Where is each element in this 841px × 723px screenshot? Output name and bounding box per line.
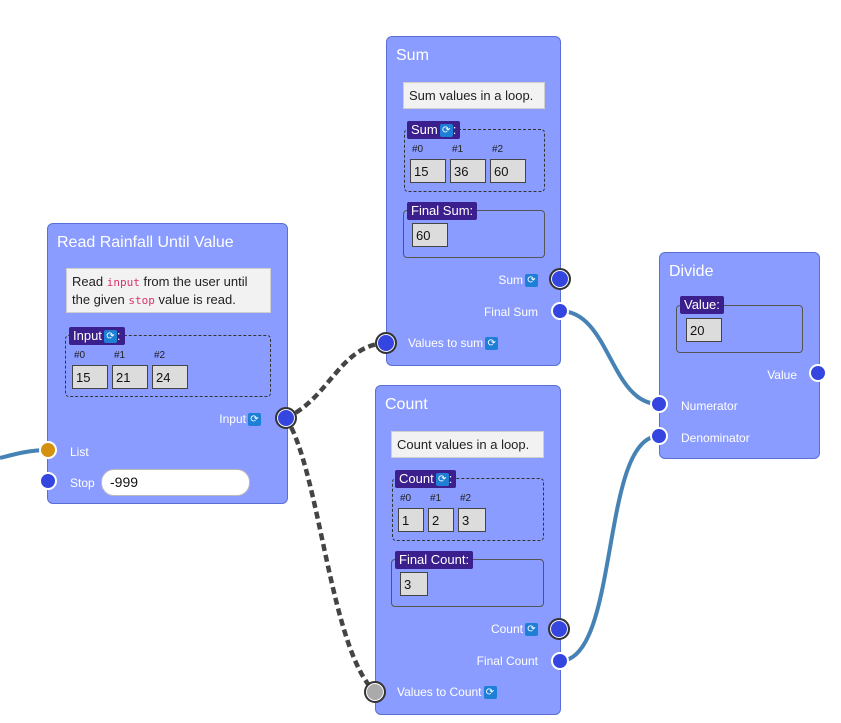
loop-icon[interactable]: ⟳ [435,473,449,487]
loop-icon: ⟳ [485,337,499,351]
port-final-count-out[interactable] [551,652,569,670]
port-values-to-count-in[interactable] [364,681,386,703]
index-1: #1 [452,144,464,155]
input-list-label: List [70,445,89,459]
list-sum-box [404,129,545,192]
loop-icon[interactable]: ⟳ [103,330,117,344]
list-input-box [65,335,271,397]
value-cell: 1 [398,508,424,532]
loop-icon: ⟳ [483,686,497,700]
port-final-sum-out[interactable] [551,302,569,320]
index-0: #0 [412,144,424,155]
port-numerator-in[interactable] [650,395,668,413]
index-2: #2 [460,493,472,504]
value-cell: 24 [152,365,188,389]
final-sum-value: 60 [412,223,448,247]
port-read-stop-in[interactable] [39,472,57,490]
index-0: #0 [74,350,86,361]
final-sum-label: Final Sum: [407,202,478,220]
input-values-to-sum-label: Values to sum⟳ [408,336,499,351]
node-title: Sum [396,47,429,64]
value-cell: 2 [428,508,454,532]
list-sum-label: Sum⟳: [407,121,461,139]
index-0: #0 [400,493,412,504]
loop-icon: ⟳ [248,413,261,427]
index-2: #2 [154,350,166,361]
value-label: Value: [680,296,724,314]
stop-value-input[interactable]: -999 [101,469,250,496]
node-title: Count [385,396,428,413]
input-denominator-label: Denominator [681,431,750,445]
value-box [676,305,803,353]
value-cell: 3 [458,508,486,532]
output-final-sum-label: Final Sum [483,305,538,319]
value-cell: 21 [112,365,148,389]
final-count-value: 3 [400,572,428,596]
loop-icon: ⟳ [525,274,538,288]
value-cell: 15 [72,365,108,389]
loop-icon: ⟳ [525,623,538,637]
node-count[interactable]: Count Count values in a loop. Count⟳: #0… [375,385,561,715]
value-cell: 15 [410,159,446,183]
output-value-label: Value [767,368,797,382]
node-description: Read input from the user until the given… [66,268,271,313]
port-read-input-out[interactable] [275,407,297,429]
loop-icon[interactable]: ⟳ [439,124,453,138]
wire-finalcount-to-denominator [559,434,660,663]
node-sum[interactable]: Sum Sum values in a loop. Sum⟳: #0 #1 #2… [386,36,561,366]
output-count-label: Count⟳ [491,622,538,637]
node-read-rainfall[interactable]: Read Rainfall Until Value Read input fro… [47,223,288,504]
input-values-to-count-label: Values to Count⟳ [397,685,497,700]
input-numerator-label: Numerator [681,399,738,413]
node-divide[interactable]: Divide Value: 20 Value Numerator Denomin… [659,252,820,459]
wire-input-to-sum [285,340,387,421]
input-stop-label: Stop [70,476,95,490]
port-count-out[interactable] [548,618,570,640]
port-values-to-sum-in[interactable] [375,332,397,354]
port-sum-out[interactable] [549,268,571,290]
list-input-label: Input⟳: [69,327,125,345]
node-description: Count values in a loop. [391,431,544,458]
output-final-count-label: Final Count [476,654,538,668]
index-1: #1 [114,350,126,361]
port-read-list-in[interactable] [39,441,57,459]
port-divide-value-out[interactable] [809,364,827,382]
index-1: #1 [430,493,442,504]
list-count-box [392,478,544,541]
node-title: Read Rainfall Until Value [57,234,234,251]
divide-value: 20 [686,318,722,342]
list-count-label: Count⟳: [395,470,457,488]
index-2: #2 [492,144,504,155]
wire-input-to-count [284,416,377,694]
value-cell: 36 [450,159,486,183]
output-sum-label: Sum⟳ [498,273,538,288]
port-denominator-in[interactable] [650,427,668,445]
wire-finalsum-to-numerator [559,309,660,406]
node-title: Divide [669,263,714,280]
node-description: Sum values in a loop. [403,82,545,109]
value-cell: 60 [490,159,526,183]
output-input-label: Input⟳ [219,412,261,427]
final-count-label: Final Count: [395,551,474,569]
